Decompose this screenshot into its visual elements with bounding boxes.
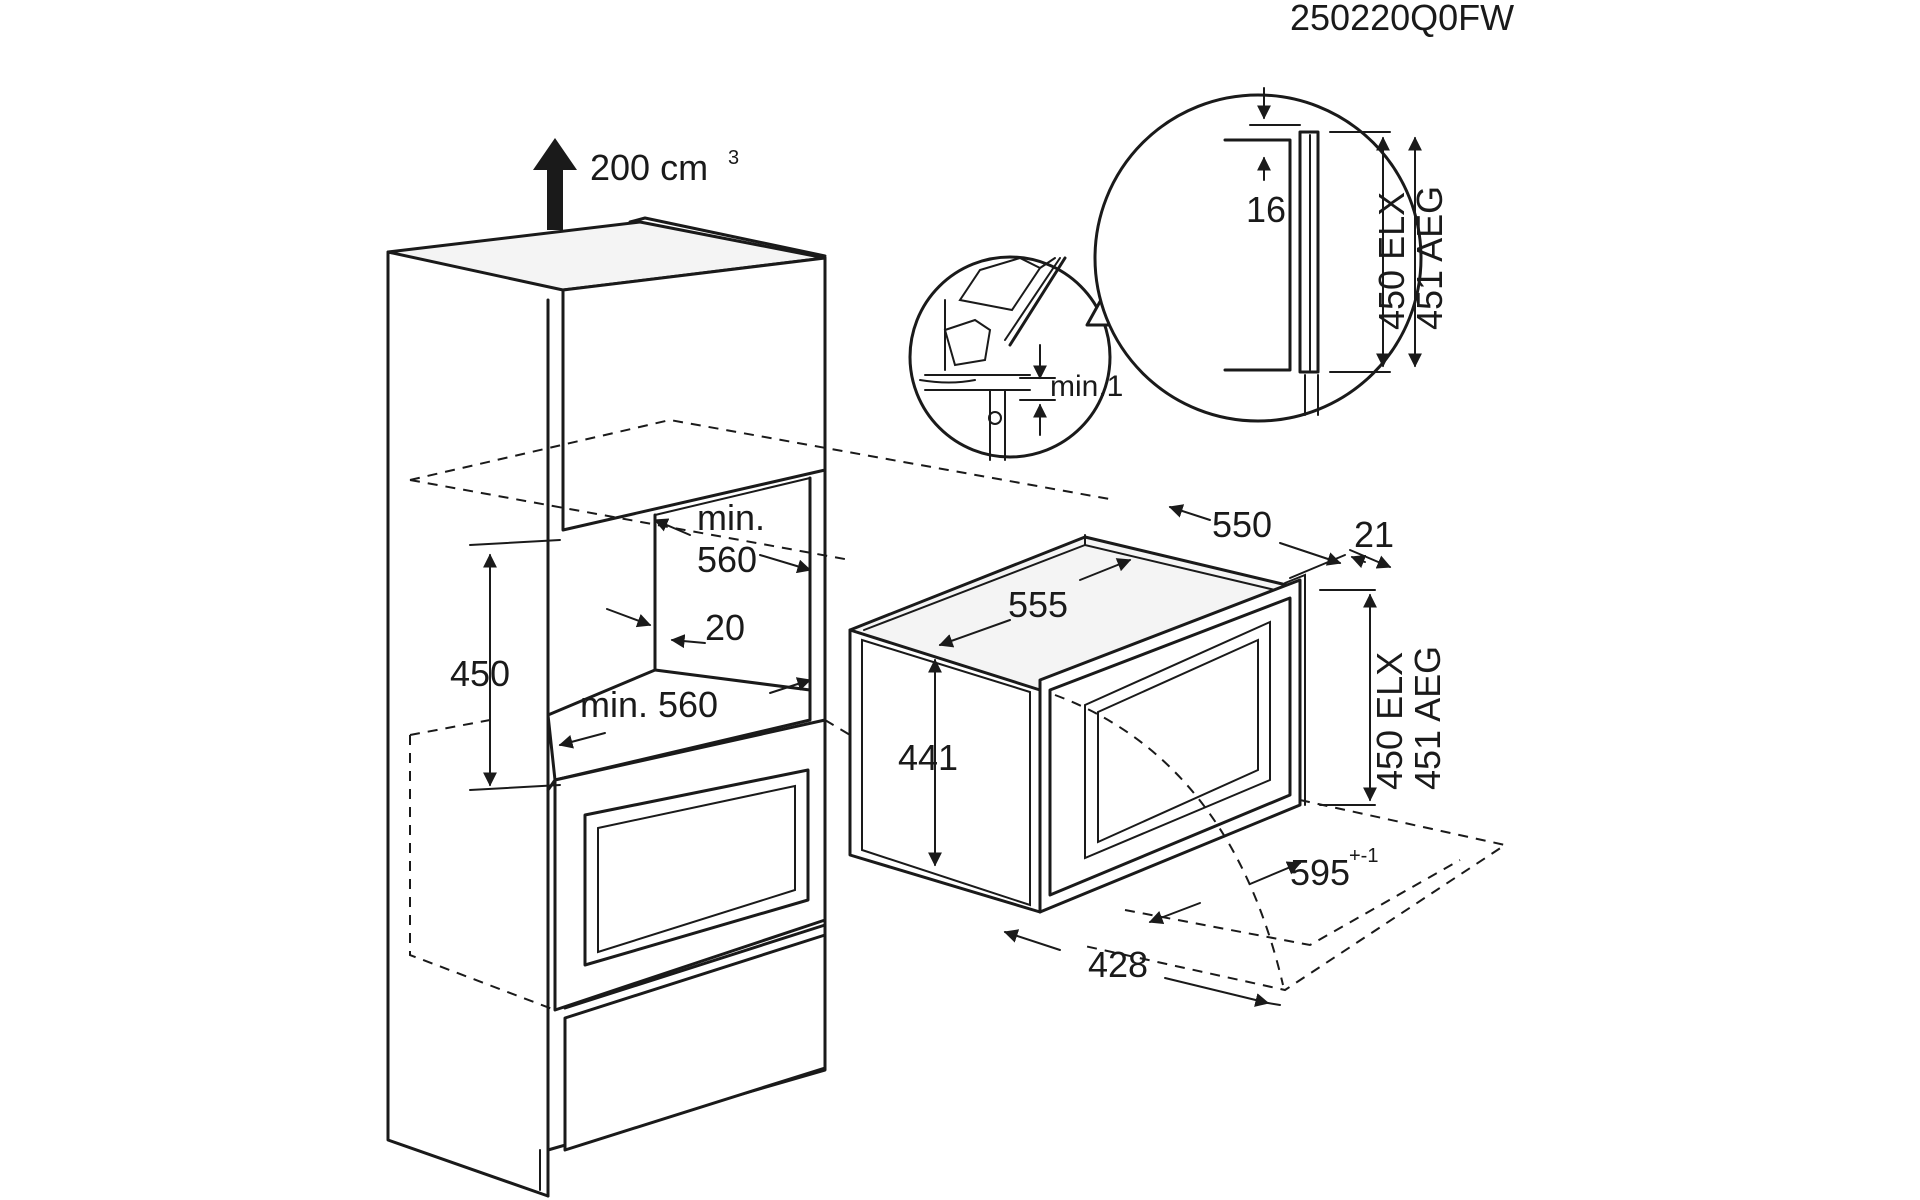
appliance-depth-label: 550 — [1212, 504, 1272, 545]
appliance-depth-bottom-label: 428 — [1088, 944, 1148, 985]
cabinet-width-bottom-label: min. 560 — [580, 684, 718, 725]
clearance-detail-sketch — [919, 256, 1067, 461]
appliance-niche-width-label: 595 — [1290, 852, 1350, 893]
appliance-body-height-label: 441 — [898, 737, 958, 778]
front-section-height-aeg-label: 451 AEG — [1409, 186, 1450, 330]
cabinet-width-top-label-line1: min. — [697, 497, 765, 538]
ventilation-arrow-icon — [533, 138, 577, 230]
built-in-appliance — [848, 535, 1306, 986]
appliance-height-labels: 450 ELX 451 AEG — [1369, 646, 1448, 790]
ventilation-unit-superscript: 3 — [728, 147, 739, 169]
appliance-front-offset-label: 21 — [1354, 514, 1394, 555]
front-section-detail-circle — [1093, 87, 1423, 423]
product-code: 250220Q0FW — [1290, 0, 1514, 38]
cabinet-height-label: 450 — [450, 653, 510, 694]
cabinet-dimensions — [469, 518, 812, 791]
cabinet-width-top-label-line2: 560 — [697, 539, 757, 580]
cabinet-gap-label: 20 — [705, 607, 745, 648]
appliance-dimensions — [928, 504, 1392, 1007]
tall-cabinet — [386, 216, 827, 1198]
appliance-height-elx-label: 450 ELX — [1369, 652, 1410, 790]
appliance-width-label: 555 — [1008, 584, 1068, 625]
dashed-reference-lines — [409, 418, 1508, 1011]
front-section-height-elx-label: 450 ELX — [1371, 192, 1412, 330]
appliance-height-aeg-label: 451 AEG — [1407, 646, 1448, 790]
ventilation-label: 200 cm — [590, 147, 708, 188]
front-section-gap-label: 16 — [1246, 189, 1286, 230]
front-section-height-labels: 450 ELX 451 AEG — [1371, 186, 1450, 330]
appliance-niche-width-tolerance: +-1 — [1349, 845, 1378, 867]
clearance-min-label: min.1 — [1050, 370, 1123, 403]
